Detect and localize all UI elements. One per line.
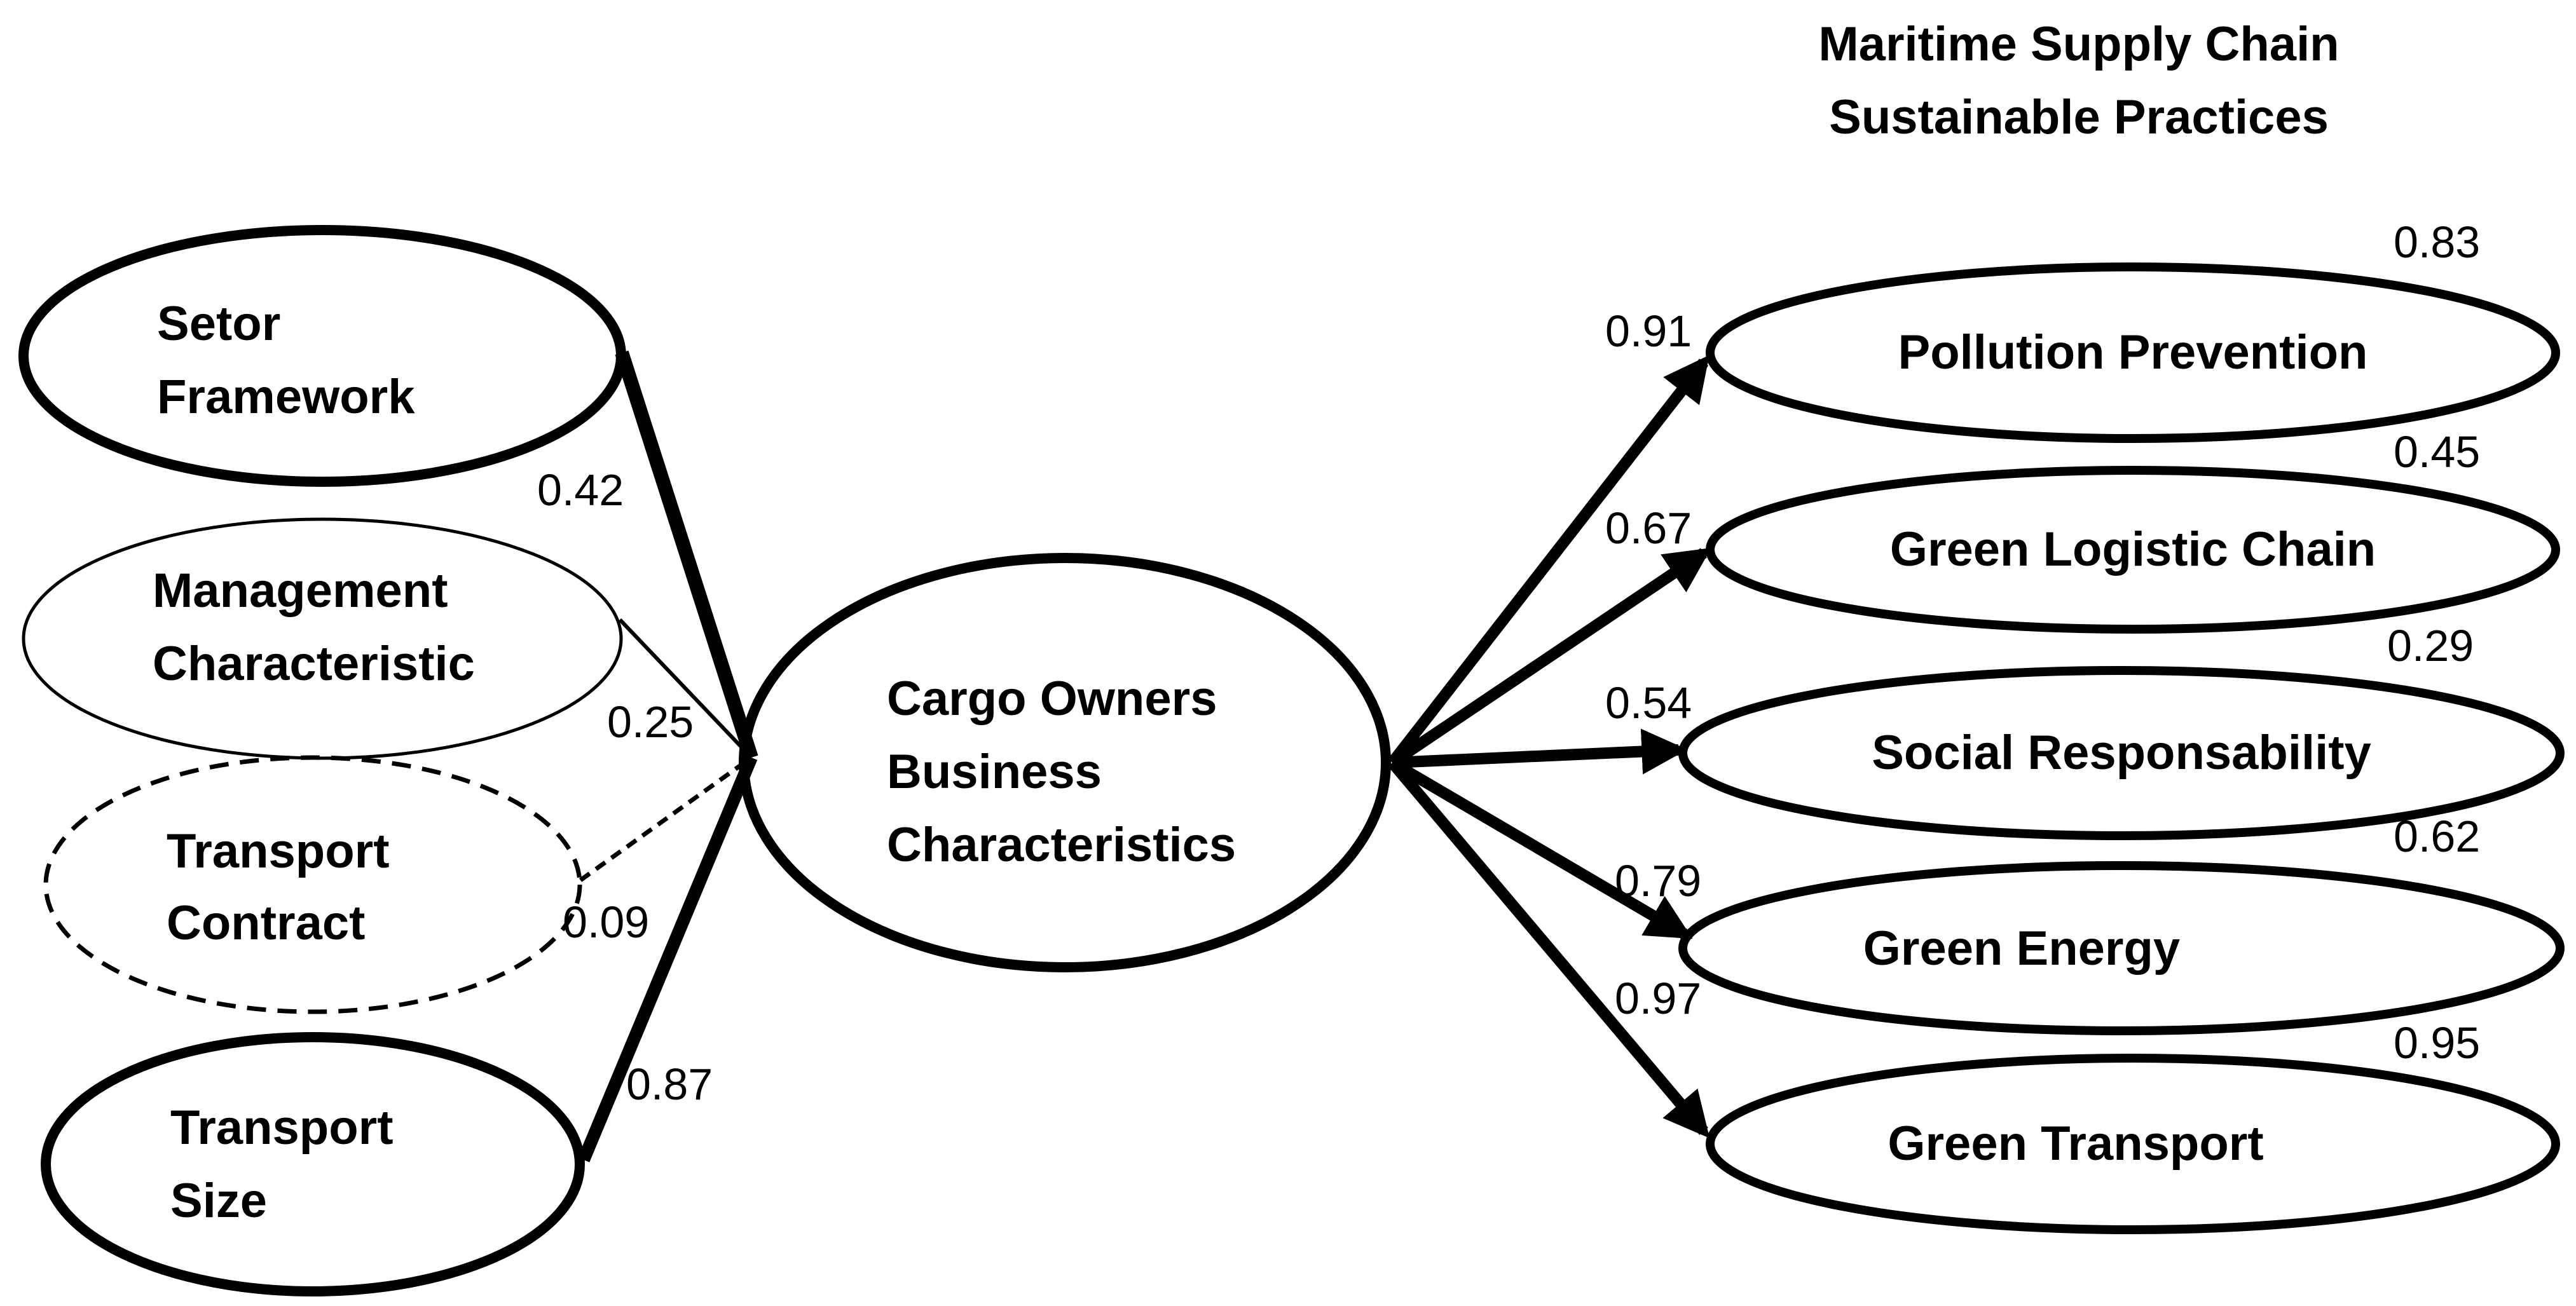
node-management-characteristic-label-1: Management bbox=[153, 564, 448, 618]
node-transport-size bbox=[41, 1032, 585, 1296]
node-transport-contract-label-2: Contract bbox=[167, 896, 365, 950]
node-social-responsability-label: Social Responsability bbox=[1872, 726, 2371, 780]
node-management-characteristic-label-2: Characteristic bbox=[153, 637, 475, 691]
r2-green-energy: 0.62 bbox=[2394, 812, 2480, 861]
node-social-responsability bbox=[1678, 666, 2565, 840]
node-pollution-prevention-label: Pollution Prevention bbox=[1898, 325, 2368, 379]
coef-setor-framework: 0.42 bbox=[537, 465, 624, 515]
edge-transport-size bbox=[577, 755, 758, 1162]
node-green-transport-label: Green Transport bbox=[1887, 1117, 2263, 1171]
path-coef-pollution-prevention: 0.91 bbox=[1605, 306, 1692, 356]
arrow-pollution-prevention bbox=[1387, 355, 1709, 766]
title-line-1: Maritime Supply Chain bbox=[1818, 17, 2339, 71]
node-cargo-owners-label-3: Characteristics bbox=[887, 818, 1236, 872]
node-transport-size-label-1: Transport bbox=[170, 1101, 394, 1155]
node-green-logistic-chain-label: Green Logistic Chain bbox=[1890, 522, 2376, 576]
r2-pollution-prevention: 0.83 bbox=[2394, 217, 2480, 267]
coef-management-characteristic: 0.25 bbox=[607, 697, 694, 747]
path-coef-social-responsability: 0.54 bbox=[1605, 678, 1692, 728]
node-transport-contract-label-1: Transport bbox=[167, 824, 390, 878]
arrow-green-transport bbox=[1388, 759, 1710, 1138]
node-transport-size-label-2: Size bbox=[170, 1174, 267, 1228]
r2-green-logistic-chain: 0.45 bbox=[2394, 427, 2480, 477]
node-green-transport bbox=[1706, 1054, 2560, 1234]
r2-social-responsability: 0.29 bbox=[2387, 621, 2474, 670]
arrow-green-logistic-chain bbox=[1388, 547, 1711, 768]
node-cargo-owners bbox=[739, 553, 1391, 972]
r2-green-transport: 0.95 bbox=[2394, 1018, 2480, 1068]
node-cargo-owners-label-2: Business bbox=[887, 745, 1102, 799]
path-coef-green-energy: 0.79 bbox=[1615, 856, 1701, 906]
path-coef-green-transport: 0.97 bbox=[1615, 974, 1701, 1023]
path-coef-green-logistic-chain: 0.67 bbox=[1605, 503, 1692, 553]
coef-transport-size: 0.87 bbox=[626, 1059, 713, 1109]
edge-setor-framework bbox=[615, 350, 758, 760]
node-green-logistic-chain bbox=[1706, 466, 2560, 634]
node-green-energy-label: Green Energy bbox=[1863, 922, 2180, 976]
node-setor-framework bbox=[18, 225, 626, 487]
edge-management-characteristic bbox=[618, 618, 753, 759]
edge-transport-contract bbox=[579, 756, 753, 882]
node-cargo-owners-label-1: Cargo Owners bbox=[887, 672, 1217, 726]
node-transport-contract bbox=[43, 755, 582, 1014]
node-pollution-prevention bbox=[1706, 262, 2560, 443]
coef-transport-contract: 0.09 bbox=[563, 897, 649, 947]
node-management-characteristic bbox=[22, 517, 623, 760]
arrow-green-energy bbox=[1389, 758, 1693, 939]
node-setor-framework-label-1: Setor bbox=[157, 297, 280, 351]
node-green-energy bbox=[1678, 861, 2565, 1035]
arrow-social-responsability bbox=[1392, 728, 1688, 775]
title-line-2: Sustainable Practices bbox=[1829, 90, 2329, 144]
node-setor-framework-label-2: Framework bbox=[157, 370, 415, 424]
